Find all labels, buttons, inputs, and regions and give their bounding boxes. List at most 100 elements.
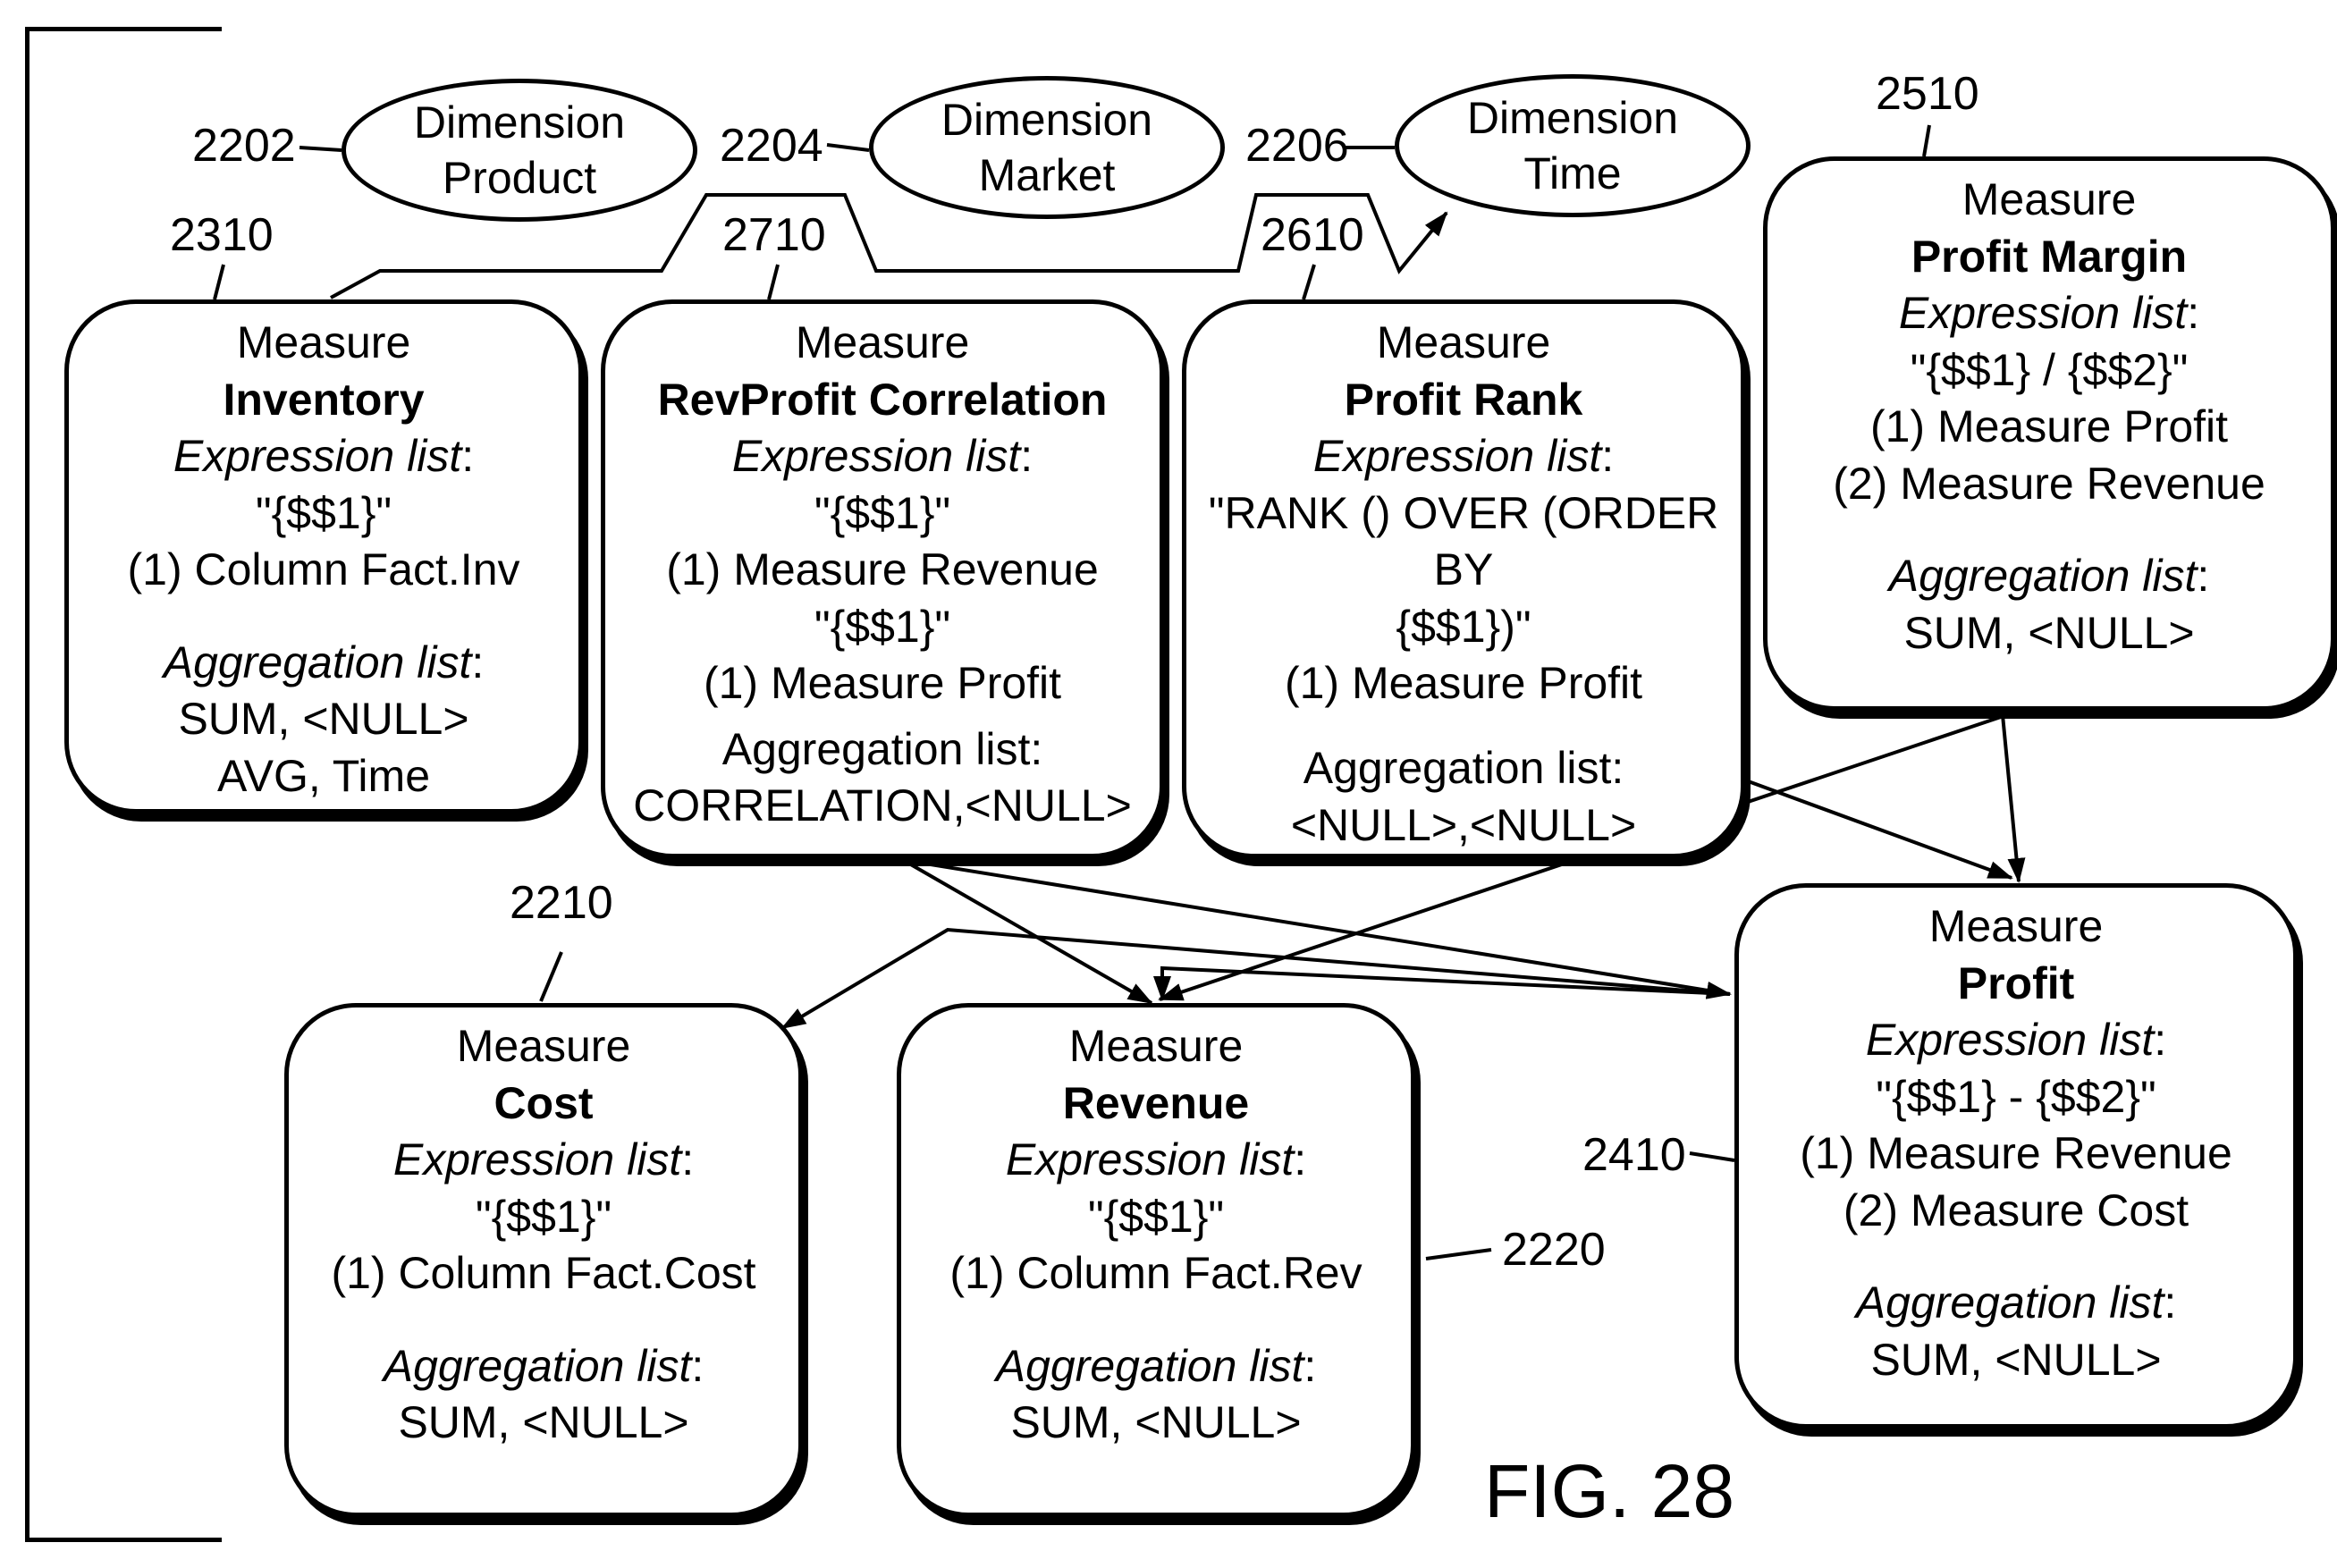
measure-inventory-agg-1: SUM, <NULL> — [178, 691, 468, 748]
measure-inventory-expr-label: Expression list — [173, 431, 461, 481]
measure-revenue-expr-1: "{$$1}" — [1088, 1189, 1224, 1246]
measure-revprofit-name: RevProfit Correlation — [658, 372, 1108, 429]
leader-2202 — [300, 148, 342, 150]
measure-profit-agg-heading: Aggregation list: — [1856, 1275, 2177, 1332]
dimension-product-line2: Product — [443, 150, 596, 207]
measure-revprofit-agg-label: Aggregation list — [722, 724, 1031, 774]
measure-profit-name: Profit — [1958, 956, 2075, 1013]
measure-revprofit-expr-heading: Expression list: — [732, 428, 1033, 485]
measure-profit-rank-name: Profit Rank — [1345, 372, 1583, 429]
dimension-product: Dimension Product — [342, 79, 697, 222]
ref-2410: 2410 — [1582, 1128, 1686, 1182]
ref-2204: 2204 — [720, 119, 823, 173]
measure-inventory-kind: Measure — [237, 315, 411, 372]
measure-profit-agg-label: Aggregation list — [1856, 1277, 2164, 1328]
measure-revprofit-expr-4: (1) Measure Profit — [704, 655, 1061, 712]
measure-revprofit-expr-2: (1) Measure Revenue — [666, 542, 1099, 599]
measure-cost-expr-label: Expression list — [393, 1134, 681, 1184]
measure-revprofit-correlation: Measure RevProfit Correlation Expression… — [601, 299, 1164, 858]
measure-revenue-agg-1: SUM, <NULL> — [1010, 1395, 1301, 1452]
measure-inventory-agg-2: AVG, Time — [217, 748, 430, 805]
measure-inventory-agg-heading: Aggregation list: — [164, 635, 485, 692]
measure-cost-agg-label: Aggregation list — [384, 1341, 692, 1391]
measure-inventory-agg-label: Aggregation list — [164, 637, 472, 687]
leader-2310 — [215, 265, 224, 299]
measure-revprofit-expr-3: "{$$1}" — [814, 599, 950, 656]
measure-revenue-expr-2: (1) Column Fact.Rev — [949, 1245, 1362, 1302]
leader-2220 — [1426, 1250, 1491, 1259]
measure-revenue-expr-heading: Expression list: — [1006, 1132, 1306, 1189]
measure-revenue-kind: Measure — [1069, 1018, 1244, 1075]
measure-profit-rank: Measure Profit Rank Expression list: "RA… — [1182, 299, 1745, 858]
measure-profit-rank-expr-2: {$$1})" — [1396, 599, 1531, 656]
edge-rank-profit — [1743, 780, 2012, 878]
measure-profit-margin-kind: Measure — [1962, 172, 2137, 229]
measure-profit-margin-expr-1: "{$$1} / {$$2}" — [1911, 342, 2189, 400]
measure-profit-expr-1: "{$$1} - {$$2}" — [1876, 1069, 2156, 1126]
dimension-time-line1: Dimension — [1467, 90, 1678, 147]
measure-revenue-expr-label: Expression list — [1006, 1134, 1294, 1184]
measure-cost-name: Cost — [494, 1075, 593, 1133]
leader-2710 — [769, 265, 778, 299]
measure-profit-rank-kind: Measure — [1377, 315, 1551, 372]
leader-2610 — [1303, 265, 1314, 299]
measure-cost-kind: Measure — [457, 1018, 631, 1075]
measure-profit-expr-2: (1) Measure Revenue — [1800, 1125, 2232, 1183]
measure-profit-kind: Measure — [1929, 898, 2104, 956]
dimension-market-line1: Dimension — [941, 92, 1152, 148]
measure-inventory-expr-2: (1) Column Fact.Inv — [127, 542, 519, 599]
measure-profit-rank-expr-label: Expression list — [1313, 431, 1601, 481]
measure-profit-expr-3: (2) Measure Cost — [1843, 1183, 2189, 1240]
measure-cost: Measure Cost Expression list: "{$$1}" (1… — [284, 1003, 803, 1517]
dimension-market-line2: Market — [979, 148, 1116, 204]
measure-profit-margin-agg-1: SUM, <NULL> — [1903, 605, 2194, 662]
ref-2510: 2510 — [1876, 67, 1979, 121]
dimension-time-line2: Time — [1523, 146, 1621, 202]
measure-profit-rank-expr-3: (1) Measure Profit — [1285, 655, 1642, 712]
measure-revenue-agg-label: Aggregation list — [996, 1341, 1304, 1391]
measure-revprofit-kind: Measure — [796, 315, 970, 372]
ref-2202: 2202 — [192, 119, 296, 173]
measure-profit-margin-agg-label: Aggregation list — [1889, 551, 2198, 601]
measure-inventory: Measure Inventory Expression list: "{$$1… — [64, 299, 583, 814]
ref-2310: 2310 — [170, 208, 274, 262]
measure-profit-rank-expr-heading: Expression list: — [1313, 428, 1614, 485]
leader-2510 — [1924, 125, 1929, 156]
edge-margin-profit — [2003, 715, 2019, 881]
measure-inventory-name: Inventory — [223, 372, 424, 429]
measure-cost-agg-heading: Aggregation list: — [384, 1338, 704, 1395]
measure-inventory-expr-1: "{$$1}" — [256, 485, 392, 543]
measure-profit-margin-agg-heading: Aggregation list: — [1889, 548, 2210, 605]
measure-profit-margin-expr-heading: Expression list: — [1899, 285, 2199, 342]
measure-profit-rank-expr-1: "RANK () OVER (ORDER BY — [1186, 485, 1741, 599]
measure-revprofit-agg-1: CORRELATION,<NULL> — [633, 778, 1132, 835]
measure-revprofit-expr-1: "{$$1}" — [814, 485, 950, 543]
measure-profit-margin-name: Profit Margin — [1911, 229, 2187, 286]
measure-inventory-expr-heading: Expression list: — [173, 428, 474, 485]
measure-profit-margin: Measure Profit Margin Expression list: "… — [1763, 156, 2335, 711]
edge-profit-revenue — [1162, 968, 1730, 999]
figure-label: FIG. 28 — [1484, 1448, 1734, 1535]
measure-revenue-agg-heading: Aggregation list: — [996, 1338, 1317, 1395]
measure-cost-agg-1: SUM, <NULL> — [398, 1395, 688, 1452]
measure-profit-margin-expr-2: (1) Measure Profit — [1870, 399, 2228, 456]
measure-profit-rank-agg-label: Aggregation list — [1303, 743, 1612, 793]
measure-cost-expr-1: "{$$1}" — [476, 1189, 612, 1246]
dimension-product-line1: Dimension — [414, 95, 625, 151]
measure-cost-expr-heading: Expression list: — [393, 1132, 694, 1189]
measure-profit: Measure Profit Expression list: "{$$1} -… — [1734, 883, 2298, 1429]
leader-2410 — [1690, 1153, 1734, 1160]
leader-2210 — [541, 952, 561, 1001]
measure-profit-expr-label: Expression list — [1866, 1015, 2154, 1065]
ref-2610: 2610 — [1261, 208, 1364, 262]
leader-2204 — [827, 145, 869, 150]
measure-profit-rank-agg-heading: Aggregation list: — [1303, 740, 1624, 797]
measure-profit-rank-agg-1: <NULL>,<NULL> — [1291, 797, 1636, 855]
measure-cost-expr-2: (1) Column Fact.Cost — [331, 1245, 755, 1302]
measure-profit-margin-expr-label: Expression list — [1899, 288, 2187, 338]
dimension-market: Dimension Market — [869, 76, 1225, 219]
ref-2206: 2206 — [1245, 119, 1349, 173]
measure-profit-expr-heading: Expression list: — [1866, 1012, 2166, 1069]
measure-revenue-name: Revenue — [1063, 1075, 1249, 1133]
